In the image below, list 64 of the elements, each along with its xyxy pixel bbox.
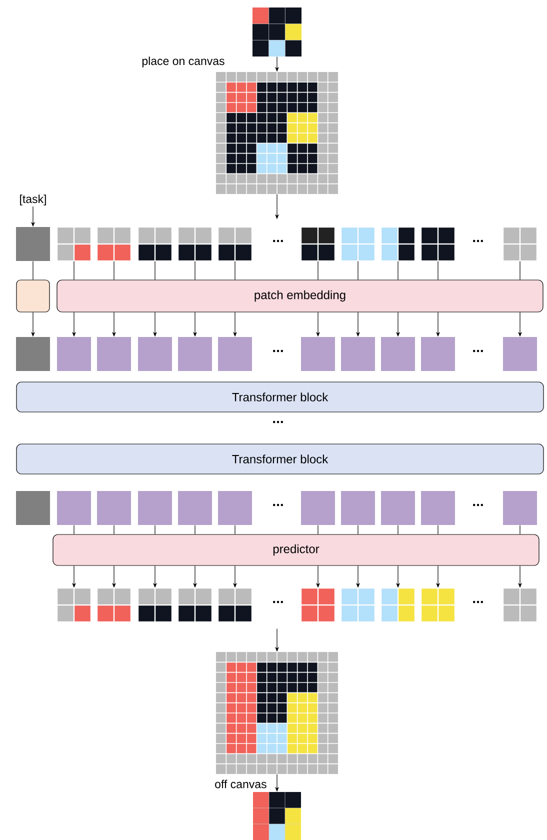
token-square xyxy=(381,491,415,525)
ellipsis: ... xyxy=(273,240,283,242)
token-square xyxy=(16,491,50,525)
patch-tile xyxy=(342,588,374,622)
edge-label: place on canvas xyxy=(142,56,224,68)
ellipsis: ... xyxy=(473,350,483,352)
token-square xyxy=(218,337,252,371)
patch-tile xyxy=(218,228,252,260)
patch-tile xyxy=(422,228,454,260)
patch-tile xyxy=(138,588,172,622)
patch-tile xyxy=(302,588,334,622)
token-square xyxy=(57,491,91,525)
canvas-grid xyxy=(216,652,338,774)
token-square xyxy=(421,337,455,371)
edge-label: off canvas xyxy=(215,780,266,788)
patch-tile xyxy=(98,228,130,260)
token-square xyxy=(178,337,212,371)
patch-tile xyxy=(382,228,414,260)
token-square xyxy=(138,337,172,371)
layer-box: Transformer block xyxy=(16,444,544,474)
token-square xyxy=(138,491,172,525)
token-square xyxy=(16,337,50,371)
ellipsis: ... xyxy=(473,600,483,604)
token-square xyxy=(341,337,375,371)
patch-tile xyxy=(422,588,454,622)
layer-box: patch embedding xyxy=(56,280,544,312)
patch-tile xyxy=(504,588,536,622)
ellipsis: ... xyxy=(273,420,283,424)
token-square xyxy=(503,337,537,371)
token-square xyxy=(301,337,335,371)
token-square xyxy=(97,491,131,525)
patch-tile xyxy=(178,588,212,622)
embedding-box xyxy=(16,280,50,312)
ellipsis: ... xyxy=(473,240,483,242)
ellipsis: ... xyxy=(273,504,283,506)
patch-tile xyxy=(98,588,130,622)
canvas-grid xyxy=(216,72,338,194)
patch-tile xyxy=(382,588,414,622)
token-square xyxy=(381,337,415,371)
token-square xyxy=(301,491,335,525)
token-square xyxy=(503,491,537,525)
ellipsis: ... xyxy=(473,504,483,506)
token-square xyxy=(178,491,212,525)
patch-tile xyxy=(138,228,172,260)
token-square xyxy=(341,491,375,525)
token-square xyxy=(218,491,252,525)
token-square xyxy=(57,337,91,371)
layer-box: Transformer block xyxy=(16,382,544,412)
task-label: [task] xyxy=(20,194,46,206)
token-square xyxy=(97,337,131,371)
patch-tile xyxy=(178,228,212,260)
patch-tile xyxy=(342,228,374,260)
patch-tile xyxy=(58,588,90,622)
patch-tile xyxy=(504,228,536,260)
ellipsis: ... xyxy=(273,350,283,352)
patch-tile xyxy=(58,228,90,260)
patch-tile xyxy=(302,228,334,260)
layer-box: predictor xyxy=(52,534,540,566)
color-grid xyxy=(252,792,302,840)
color-grid xyxy=(252,7,302,57)
patch-tile xyxy=(218,588,252,622)
token-square xyxy=(421,491,455,525)
token-square xyxy=(16,227,50,261)
ellipsis: ... xyxy=(273,600,283,604)
